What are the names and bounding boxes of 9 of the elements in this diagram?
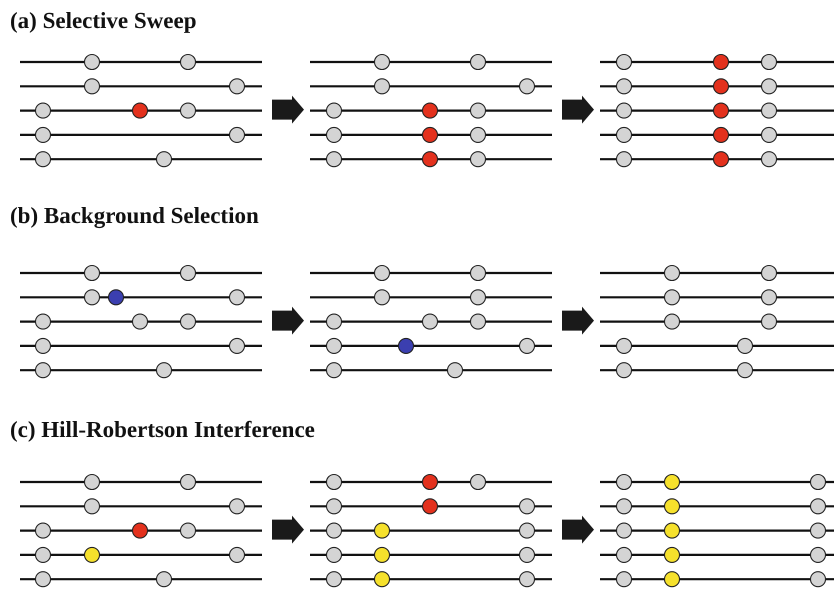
panel-heading: (a) Selective Sweep: [10, 8, 196, 34]
block-arrow: [562, 96, 594, 124]
block-arrow: [272, 96, 304, 124]
panel-heading: (c) Hill-Robertson Interference: [10, 417, 315, 443]
block-arrow: [562, 306, 594, 335]
panel-heading: (b) Background Selection: [10, 203, 259, 229]
block-arrow: [272, 306, 304, 335]
block-arrow: [272, 516, 304, 544]
block-arrow: [562, 516, 594, 544]
